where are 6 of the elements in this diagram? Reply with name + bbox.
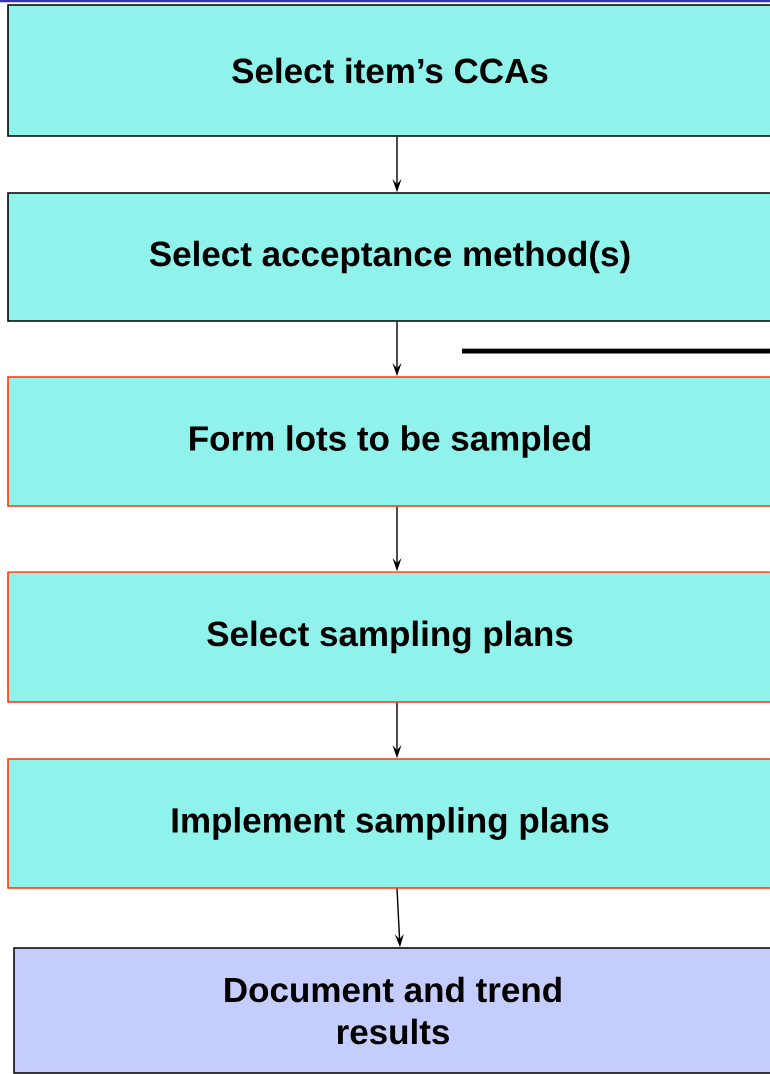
process-box: Document and trend results xyxy=(13,947,770,1074)
process-box: Implement sampling plans xyxy=(7,758,770,889)
process-box: Select item’s CCAs xyxy=(7,4,770,137)
process-box: Select sampling plans xyxy=(7,571,770,703)
process-box: Select acceptance method(s) xyxy=(7,192,770,322)
process-box: Form lots to be sampled xyxy=(7,376,770,507)
